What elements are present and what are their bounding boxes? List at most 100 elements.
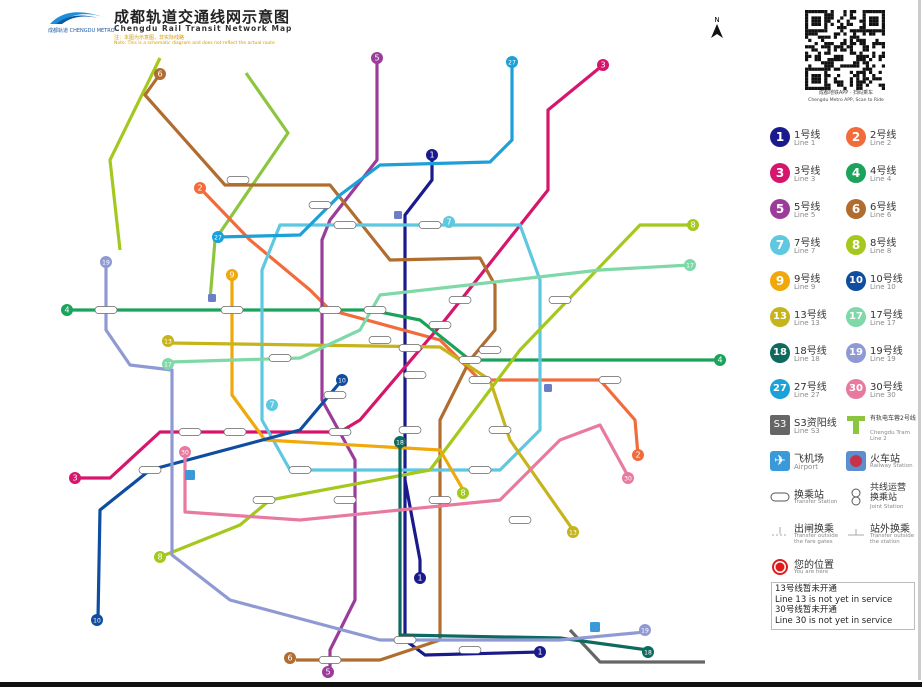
- svg-text:6: 6: [157, 70, 162, 79]
- line-1-terminal-badge: 1: [414, 572, 426, 584]
- transfer-station[interactable]: [94, 306, 118, 314]
- notice-line13-cn: 13号线暂未开通: [775, 584, 837, 594]
- railway-station-icon: [208, 294, 216, 302]
- transfer-station[interactable]: [458, 646, 482, 654]
- legend-label-cn: 4号线: [870, 166, 897, 177]
- legend-label-cn: 5号线: [794, 202, 821, 213]
- legend-label-cn: 站外换乘: [870, 524, 910, 535]
- transfer-station[interactable]: [226, 176, 250, 184]
- legend-label-cn: 您的位置: [794, 560, 834, 571]
- transfer-station[interactable]: [418, 221, 442, 229]
- transfer-station[interactable]: [328, 428, 352, 436]
- transfer-station[interactable]: [308, 201, 332, 209]
- legend-label-cn: 17号线: [870, 310, 903, 321]
- notice-line30-en: Line 30 is not yet in service: [775, 615, 893, 626]
- line-2-terminal-badge: 2: [632, 449, 644, 461]
- outside-transfer-icon: [848, 529, 864, 536]
- legend-label-cn: 有轨电车蓉2号线: [870, 415, 916, 422]
- transfer-station[interactable]: [448, 296, 472, 304]
- schematic-note-en: Note: This is a schematic diagram and do…: [114, 41, 275, 46]
- transfer-station[interactable]: [598, 376, 622, 384]
- notice-line13-en: Line 13 is not yet in service: [775, 594, 893, 605]
- transfer-station[interactable]: [178, 428, 202, 436]
- transfer-station[interactable]: [318, 656, 342, 664]
- transfer-station[interactable]: [508, 516, 532, 524]
- legend-label-en: Line 5: [794, 211, 816, 219]
- qr-code[interactable]: [805, 10, 885, 90]
- line-8-north: [108, 57, 162, 251]
- transfer-station[interactable]: [398, 344, 422, 352]
- transfer-station[interactable]: [548, 296, 572, 304]
- legend-label-cn: S3资阳线: [794, 418, 837, 429]
- legend-label-en: Line 3: [794, 175, 816, 183]
- qr-caption-en: Chengdu Metro APP, Scan to Ride: [808, 98, 884, 103]
- legend-item-gate-transfer: 出闸换乘 Transfer outside the fare gates: [770, 519, 842, 549]
- line-10-terminal-badge: 10: [336, 374, 348, 386]
- line-27-path: [217, 62, 514, 239]
- line-9-terminal-badge: 9: [226, 269, 238, 281]
- svg-text:10: 10: [338, 378, 346, 385]
- transfer-station[interactable]: [398, 426, 422, 434]
- legend-label-en: Line 9: [794, 283, 816, 291]
- svg-text:3: 3: [600, 61, 605, 70]
- line-30-terminal-badge: 30: [179, 446, 191, 458]
- legend-label-en: Chengdu Tram Line 2: [870, 430, 910, 442]
- line-17-terminal-badge: 17: [162, 358, 174, 370]
- svg-text:13: 13: [164, 339, 172, 346]
- transfer-station[interactable]: [428, 321, 452, 329]
- transfer-station[interactable]: [468, 466, 492, 474]
- transfer-station[interactable]: [333, 496, 357, 504]
- legend-label-cn: 飞机场: [794, 454, 824, 465]
- line-8-terminal-badge: 8: [687, 219, 699, 231]
- transfer-station[interactable]: [220, 306, 244, 314]
- transfer-station[interactable]: [288, 466, 312, 474]
- legend-label-cn: 7号线: [794, 238, 821, 249]
- transfer-station[interactable]: [138, 466, 162, 474]
- transfer-station[interactable]: [252, 496, 276, 504]
- transfer-station[interactable]: [428, 496, 452, 504]
- legend-label-en: Line 8: [870, 247, 892, 255]
- line-18-path: [398, 440, 649, 652]
- transfer-station[interactable]: [468, 376, 492, 384]
- legend-label-cn: 6号线: [870, 202, 897, 213]
- transfer-station[interactable]: [268, 354, 292, 362]
- transfer-station[interactable]: [368, 336, 392, 344]
- legend-label-en: Line 17: [870, 319, 896, 327]
- line-6-terminal-badge: 6: [154, 68, 166, 80]
- legend-label-cn: 换乘站: [794, 490, 824, 501]
- svg-text:17: 17: [164, 362, 172, 369]
- svg-text:2: 2: [197, 184, 202, 193]
- transfer-station[interactable]: [223, 428, 247, 436]
- transfer-station[interactable]: [393, 636, 417, 644]
- legend-item-outside-transfer: 站外换乘 Transfer outside the station: [846, 519, 918, 549]
- legend-label-cn: 共线运营换乘站: [870, 483, 907, 503]
- legend-item-joint: 共线运营换乘站 Joint Station: [846, 483, 918, 515]
- svg-text:13: 13: [569, 530, 577, 537]
- line-badge: 18: [770, 343, 790, 363]
- transfer-station[interactable]: [458, 356, 482, 364]
- transfer-station[interactable]: [318, 306, 342, 314]
- line-3-terminal-badge: 3: [69, 472, 81, 484]
- transfer-station[interactable]: [363, 306, 387, 314]
- line-7-terminal-badge: 7: [266, 399, 278, 411]
- transfer-station[interactable]: [488, 426, 512, 434]
- transfer-station[interactable]: [478, 346, 502, 354]
- line-5-terminal-badge: 5: [371, 52, 383, 64]
- transfer-station[interactable]: [323, 391, 347, 399]
- line-badge: 17: [846, 307, 866, 327]
- line-2-terminal-badge: 2: [194, 182, 206, 194]
- schematic-note-cn: 注：本图为示意图，非实际线路: [114, 35, 185, 41]
- transfer-station[interactable]: [333, 221, 357, 229]
- transfer-station[interactable]: [403, 371, 427, 379]
